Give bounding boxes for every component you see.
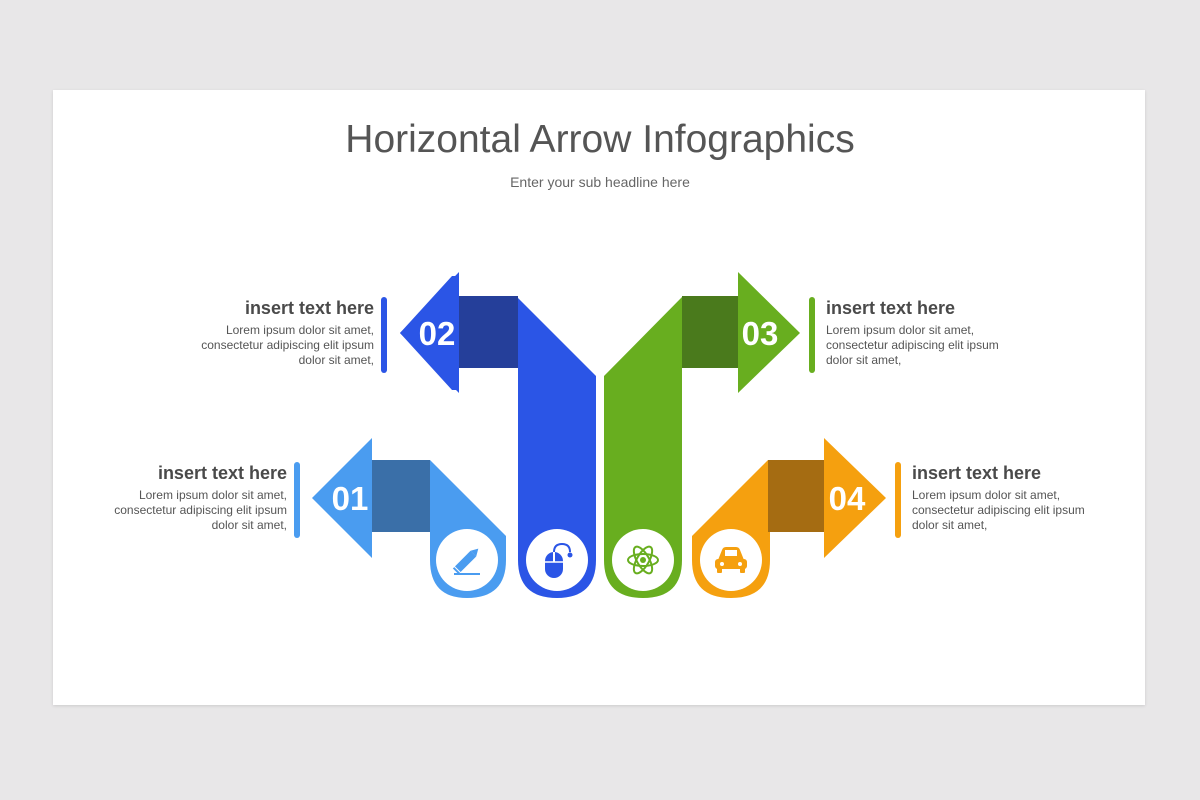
arrow-02-number: 02: [419, 315, 456, 352]
arrow-02: 02: [400, 272, 596, 598]
page-subtitle: Enter your sub headline here: [510, 174, 690, 190]
text-block-04: insert text here Lorem ipsum dolor sit a…: [895, 462, 1112, 538]
arrow-02-fill: [400, 276, 459, 390]
accent-bar: [895, 462, 901, 538]
slide: [53, 90, 1145, 705]
heading: insert text here: [244, 298, 374, 318]
body-text: Lorem ipsum dolor sit amet, consectetur …: [912, 488, 1085, 532]
accent-bar: [294, 462, 300, 538]
heading: insert text here: [826, 298, 956, 318]
arrow-03-head: [738, 272, 800, 393]
arrow-03-stem: [604, 296, 740, 598]
arrow-04-number: 04: [829, 480, 866, 517]
body-text: Lorem ipsum dolor sit amet, consectetur …: [201, 323, 374, 367]
atom-icon: [612, 529, 674, 591]
arrow-01-head: [312, 438, 372, 558]
arrow-01-number: 01: [332, 480, 369, 517]
text-block-02: insert text here Lorem ipsum dolor sit a…: [174, 297, 387, 373]
text-block-01: insert text here Lorem ipsum dolor sit a…: [87, 462, 300, 538]
text-block-03: insert text here Lorem ipsum dolor sit a…: [809, 297, 1026, 373]
arrow-01-shadow: [372, 460, 430, 532]
pencil-icon: [436, 529, 498, 591]
heading: insert text here: [912, 463, 1042, 483]
accent-bar: [809, 297, 815, 373]
arrow-03: 03: [604, 272, 800, 598]
accent-bar: [381, 297, 387, 373]
page-title: Horizontal Arrow Infographics: [345, 118, 855, 161]
body-text: Lorem ipsum dolor sit amet, consectetur …: [114, 488, 287, 532]
arrow-04-shadow: [768, 460, 826, 532]
arrow-03-number: 03: [742, 315, 779, 352]
arrow-04-head: [824, 438, 886, 558]
arrow-02-stem: [460, 296, 596, 598]
body-text: Lorem ipsum dolor sit amet, consectetur …: [826, 323, 999, 367]
mouse-icon: [526, 529, 588, 591]
car-icon: [700, 529, 762, 591]
heading: insert text here: [157, 463, 287, 483]
arrow-03-shadow: [682, 296, 740, 368]
arrow-02-shadow: [458, 296, 518, 368]
